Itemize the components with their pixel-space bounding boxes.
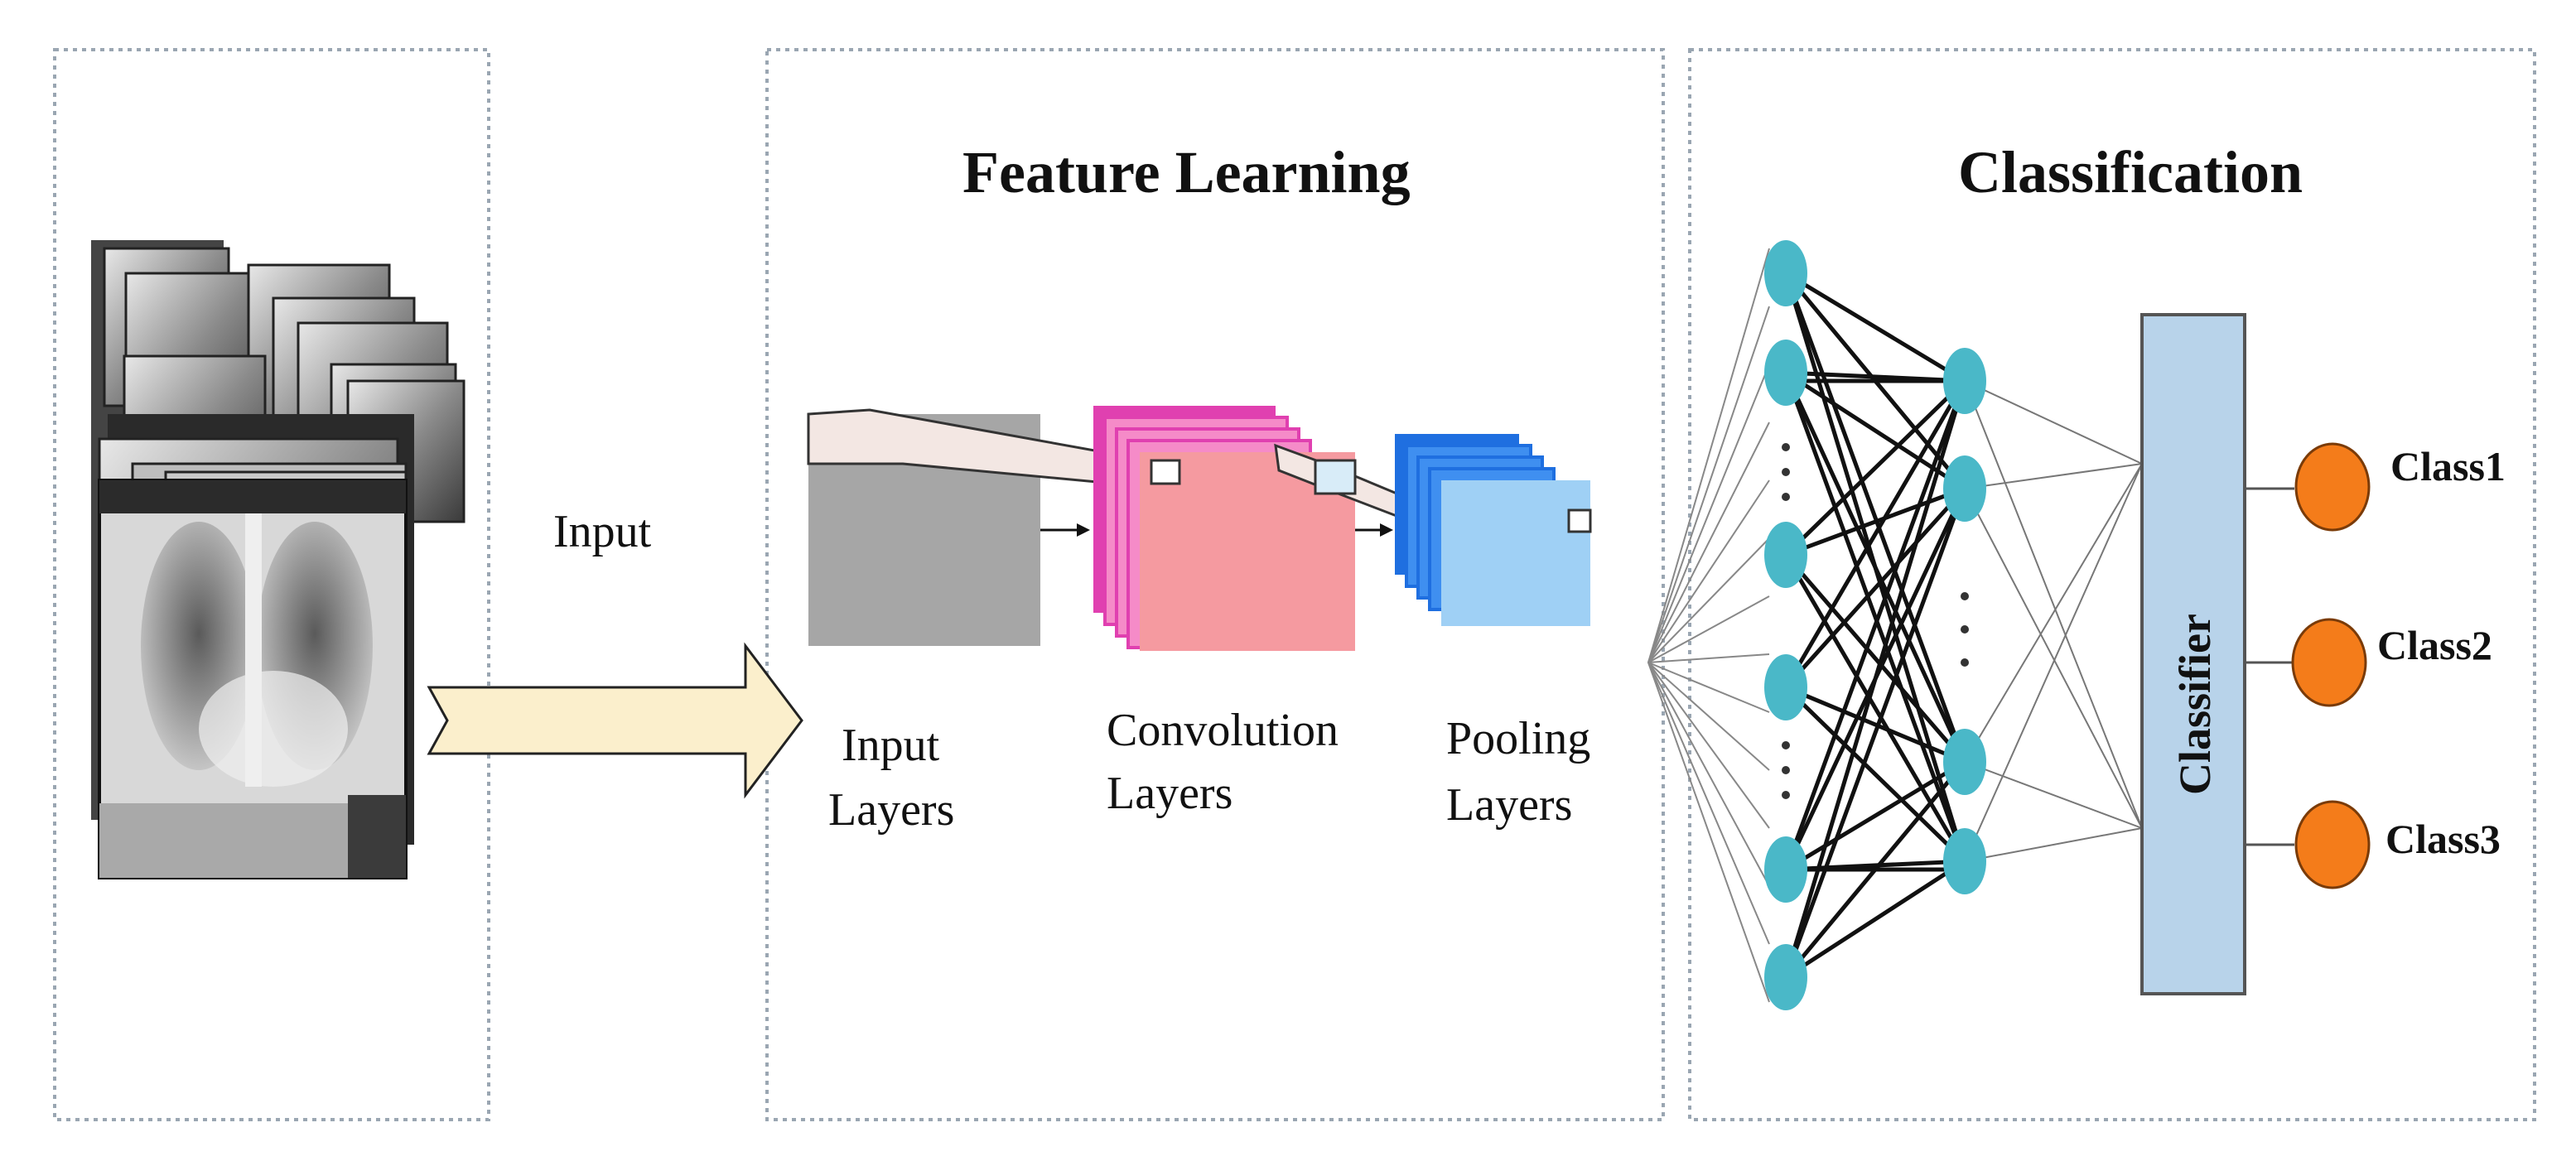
class3-node [2294,800,2371,889]
class1-label: Class1 [2390,443,2506,489]
convolution-layer-block [1093,406,1426,651]
input-arrow [427,642,803,799]
ellipsis-dot-layer1-a-2 [1782,468,1790,476]
class3-label: Class3 [2385,816,2501,862]
neuron-layer1-4 [1764,654,1807,720]
classification-title: Classification [1958,139,2303,205]
neuron-layer1-2 [1764,340,1807,406]
neuron-layer2-2 [1943,455,1986,522]
neuron-layer2-1 [1943,348,1986,414]
fully-connected-neurons [1764,240,1986,1010]
neuron-layer1-6 [1764,944,1807,1010]
class2-label: Class2 [2377,622,2492,668]
ellipsis-dot-layer1-a-1 [1782,443,1790,451]
input-layer-block [807,408,1170,646]
convolution-layers-label-line1: Convolution [1107,705,1339,756]
xray-image-stack [91,240,466,879]
neuron-layer1-3 [1764,522,1807,588]
class1-node [2294,442,2371,532]
fully-connected-connections [1647,248,2143,1003]
class-outputs: Class1 Class2 Class3 [2245,442,2506,889]
feature-learning-panel-frame [765,48,1665,1121]
ellipsis-dot-layer1-a-3 [1782,493,1790,501]
neuron-layer1-5 [1764,836,1807,903]
neuron-layer2-4 [1943,828,1986,894]
input-layers-label-line1: Input [842,720,940,771]
input-arrow-label: Input [553,506,652,557]
pooling-layer-block [1314,434,1592,626]
neuron-layer2-3 [1943,729,1986,795]
input-panel-frame [53,48,490,1121]
pooling-layers-label-line2: Layers [1446,779,1572,831]
convolution-layers-label-line2: Layers [1107,768,1233,819]
ellipsis-dot-layer2-1 [1961,592,1969,600]
classification-panel-frame [1688,48,2536,1121]
ellipsis-dot-layer1-b-3 [1782,791,1790,799]
ellipsis-dot-layer1-b-1 [1782,741,1790,749]
ellipsis-dot-layer2-3 [1961,658,1969,667]
ellipsis-dot-layer1-b-2 [1782,766,1790,774]
classifier-box [2140,313,2246,995]
feature-learning-title: Feature Learning [962,139,1411,205]
neuron-layer1-1 [1764,240,1807,306]
ellipsis-dot-layer2-2 [1961,625,1969,634]
classifier-label: Classifier [2170,614,2220,795]
pooling-layers-label-line1: Pooling [1446,713,1590,764]
input-layers-label-line2: Layers [828,784,954,836]
class2-node [2291,618,2367,707]
